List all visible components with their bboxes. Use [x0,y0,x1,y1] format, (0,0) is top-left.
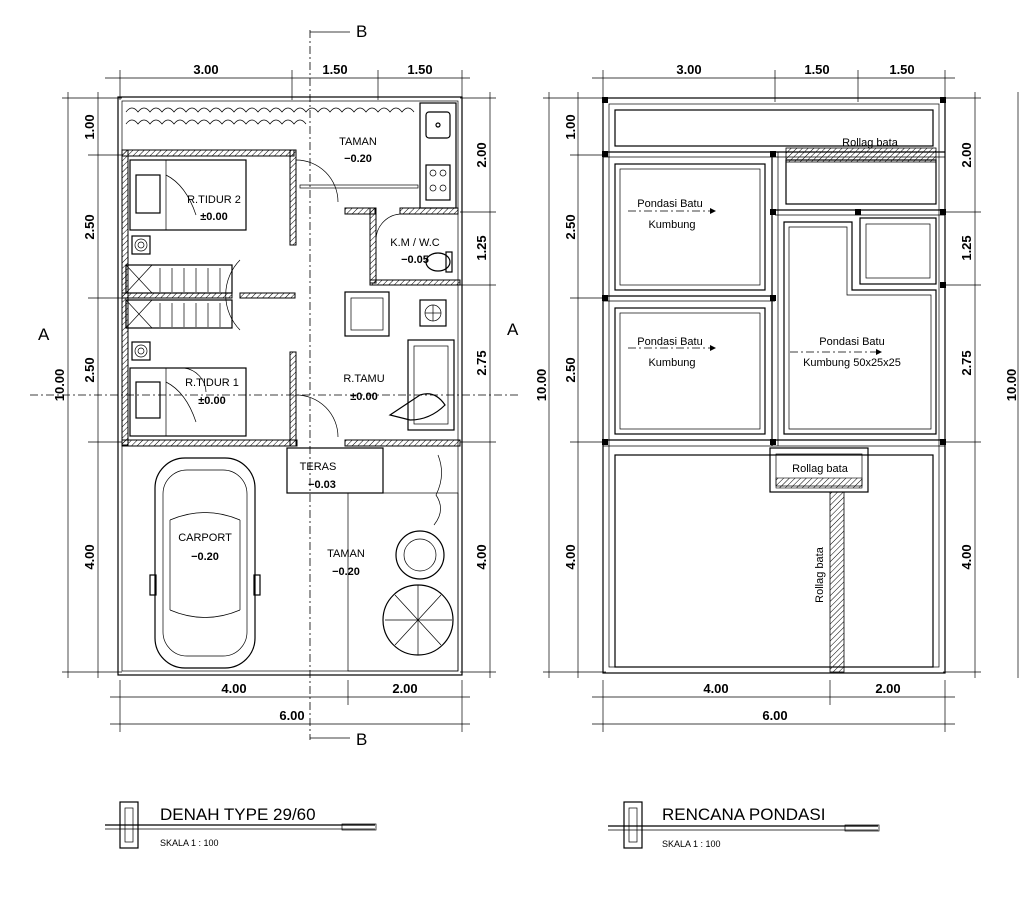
level-tidur-2: ±0.00 [200,211,227,223]
plan-dim-top-3: 1.50 [407,62,432,77]
label-carport: CARPORT [178,532,232,544]
plan-dim-left-4: 4.00 [82,544,97,569]
fnd-dim-left-2: 2.50 [563,214,578,239]
room-labels: TAMAN −0.20 R.TIDUR 2 ±0.00 K.M / W.C −0… [178,136,440,578]
lamp-icon [131,235,151,361]
plan-dim-bottom-1: 4.00 [221,681,246,696]
plan-dim-left-1: 1.00 [82,114,97,139]
plan-dims-bottom: 4.00 2.00 6.00 [110,680,470,732]
plan-dim-right-3: 2.75 [474,350,489,375]
taman-bottom-boundary [347,492,459,672]
foundation-junctions [602,97,946,445]
fnd-label-pondasi-1a: Pondasi Batu [637,198,702,210]
bed-tidur-2 [129,159,247,231]
level-teras: −0.03 [308,479,336,491]
fnd-label-pondasi-1b: Kumbung [648,219,695,231]
foundation-title-block: RENCANA PONDASI SKALA 1 : 100 [608,801,880,849]
fnd-dim-top-1: 3.00 [676,62,701,77]
foundation-labels: Rollag bata Pondasi Batu Kumbung Pondasi… [637,137,901,603]
living-furniture [344,291,455,431]
fnd-label-pondasi-3a: Pondasi Batu [819,336,884,348]
level-tidur-1: ±0.00 [198,395,225,407]
fnd-dim-right-2: 1.25 [959,235,974,260]
foundation-lines [602,97,946,674]
teras-box [286,447,384,494]
label-km-wc: K.M / W.C [390,237,440,249]
plan-title-block: DENAH TYPE 29/60 SKALA 1 : 100 [105,801,377,849]
section-a-right: A [507,320,519,339]
plan-dim-top-2: 1.50 [322,62,347,77]
label-tamu: R.TAMU [343,373,384,385]
fnd-label-pondasi-3b: Kumbung 50x25x25 [803,357,901,369]
section-a-left: A [38,325,50,344]
label-teras: TERAS [300,461,337,473]
plan-dim-bottom-total: 6.00 [279,708,304,723]
toilet-icon [425,251,453,273]
fnd-dims-bottom: 4.00 2.00 6.00 [592,680,955,732]
fnd-label-rollag-mid: Rollag bata [792,463,849,475]
fnd-dim-right-3: 2.75 [959,350,974,375]
plan-dims-top: 3.00 1.50 1.50 [105,62,470,100]
label-tidur-1: R.TIDUR 1 [185,377,239,389]
tree-icon [382,454,454,656]
plan-dim-left-3: 2.50 [82,357,97,382]
fnd-dim-bottom-total: 6.00 [762,708,787,723]
fnd-dim-left-4: 4.00 [563,544,578,569]
wardrobe-bottom [125,299,233,329]
foundation-scale: SKALA 1 : 100 [662,839,721,849]
section-b-top: B [356,22,367,41]
plan-title: DENAH TYPE 29/60 [160,805,316,824]
label-taman-bottom: TAMAN [327,548,365,560]
level-carport: −0.20 [191,551,219,563]
interior-walls [121,149,461,447]
fnd-dim-bottom-1: 4.00 [703,681,728,696]
plan-dim-left-2: 2.50 [82,214,97,239]
section-lines: B B A A [30,22,520,749]
label-taman-top: TAMAN [339,136,377,148]
fnd-dims-top: 3.00 1.50 1.50 [592,62,955,102]
plan-dims-right: 2.00 1.25 2.75 4.00 [460,92,496,678]
car-icon [149,457,261,669]
foundation-plan: 3.00 1.50 1.50 1.00 2.50 2.50 4.00 10.00 [534,62,1019,849]
wardrobe-top [125,264,233,294]
fnd-label-pondasi-2b: Kumbung [648,357,695,369]
plan-dim-right-2: 1.25 [474,235,489,260]
fnd-dim-right-total: 10.00 [1004,369,1019,402]
level-km-wc: −0.05 [401,254,429,266]
fnd-dim-left-3: 2.50 [563,357,578,382]
level-taman-top: −0.20 [344,153,372,165]
label-tidur-2: R.TIDUR 2 [187,194,241,206]
fnd-dim-top-2: 1.50 [804,62,829,77]
fnd-label-rollag-vertical: Rollag bata [814,546,826,603]
plan-scale: SKALA 1 : 100 [160,838,219,848]
fnd-dim-top-3: 1.50 [889,62,914,77]
level-taman-bottom: −0.20 [332,566,360,578]
fnd-dim-right-4: 4.00 [959,544,974,569]
door-swings [183,159,403,438]
fnd-label-rollag-top: Rollag bata [842,137,899,149]
fnd-dims-left: 1.00 2.50 2.50 4.00 10.00 [534,92,606,678]
floor-plan: 3.00 1.50 1.50 1.00 2.50 2.50 4.00 10.00 [30,22,520,849]
foundation-title: RENCANA PONDASI [662,805,825,824]
plan-dim-right-1: 2.00 [474,142,489,167]
plan-outer-boundary [117,96,463,676]
fnd-dim-bottom-2: 2.00 [875,681,900,696]
kitchen-counter [419,102,457,209]
plan-dim-bottom-2: 2.00 [392,681,417,696]
plan-dim-right-4: 4.00 [474,544,489,569]
fnd-dim-right-1: 2.00 [959,142,974,167]
pondasi-arrows [628,208,882,355]
fnd-dim-left-total: 10.00 [534,369,549,402]
fnd-dims-right: 2.00 1.25 2.75 4.00 10.00 [943,92,1019,678]
bed-tidur-1 [129,367,247,437]
fnd-dim-left-1: 1.00 [563,114,578,139]
plan-dim-top-1: 3.00 [193,62,218,77]
section-b-bottom: B [356,730,367,749]
plan-dim-left-total: 10.00 [52,369,67,402]
plan-dims-left: 1.00 2.50 2.50 4.00 10.00 [52,92,122,678]
hedge-top [125,107,415,125]
fnd-label-pondasi-2a: Pondasi Batu [637,336,702,348]
level-tamu: ±0.00 [350,391,377,403]
